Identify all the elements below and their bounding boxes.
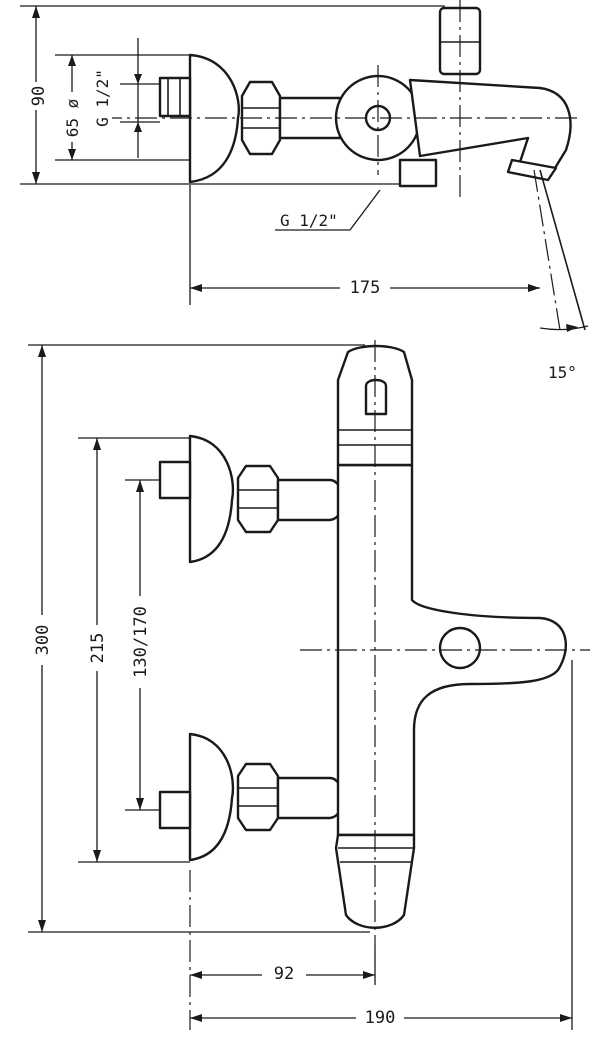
angle-arc <box>539 325 589 331</box>
dim-label-175: 175 <box>350 278 381 298</box>
spout-axis-line <box>539 169 586 331</box>
dim-label-65-dia: 65 ø <box>63 98 82 137</box>
dim-label-thread-side: G 1/2" <box>93 69 112 127</box>
dim-label-15-deg: 15° <box>548 363 577 382</box>
front-view <box>28 340 590 1030</box>
temperature-indicator <box>364 378 388 416</box>
upper-connector <box>276 478 344 522</box>
bottom-outlet-side <box>398 158 438 188</box>
spout-angle-line <box>533 169 561 331</box>
upper-inlet-stub <box>158 460 192 500</box>
inlet-stub-side <box>158 76 192 118</box>
dim-label-215: 215 <box>88 633 108 664</box>
upper-wall-flange <box>188 434 235 564</box>
spout-side <box>408 78 572 170</box>
lower-hex-nut <box>236 762 280 832</box>
thread-leader-bottom <box>349 189 381 231</box>
dim-label-90: 90 <box>29 86 49 106</box>
dim-label-190: 190 <box>365 1008 396 1028</box>
diverter-knob-front <box>438 626 482 670</box>
upper-hex-nut <box>236 464 280 534</box>
spout-aerator-side <box>506 158 558 182</box>
side-view <box>20 0 589 332</box>
lower-connector <box>276 776 344 820</box>
dim-label-130-170: 130/170 <box>131 606 151 678</box>
dim-label-thread-bottom: G 1/2" <box>280 211 338 230</box>
lower-wall-flange <box>188 732 235 862</box>
lower-inlet-stub <box>158 790 192 830</box>
dim-label-92: 92 <box>274 964 294 984</box>
dim-label-300: 300 <box>33 625 53 656</box>
